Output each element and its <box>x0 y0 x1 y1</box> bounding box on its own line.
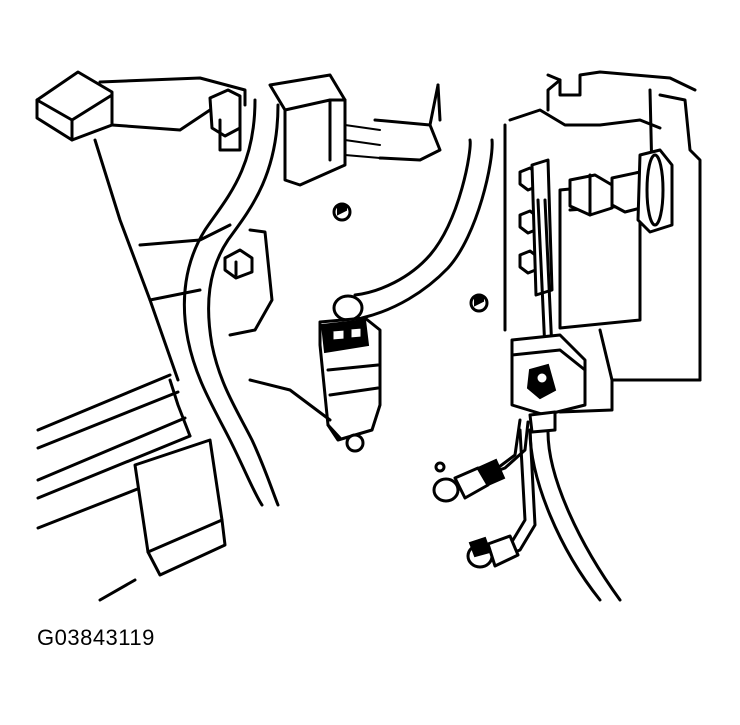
right-cable <box>528 428 622 602</box>
figure-id-caption: G03843119 <box>37 625 155 650</box>
reference-marker-left <box>332 202 352 222</box>
housing-edge <box>436 83 442 122</box>
reference-marker-right <box>469 293 489 313</box>
link-rod <box>530 158 554 352</box>
switch-unit <box>318 316 382 453</box>
hex-bolt-right <box>568 148 674 234</box>
center-hose <box>332 138 494 322</box>
upper-connector-block <box>268 73 442 187</box>
bracket-edge <box>228 228 274 337</box>
wiring-harness-loop <box>182 88 280 507</box>
upper-sensor-connector <box>432 458 506 503</box>
pivot-bracket <box>510 333 587 434</box>
lower-left-rails <box>36 373 227 602</box>
left-mounting-panel <box>35 70 247 382</box>
mounting-bolt-left <box>223 248 254 280</box>
component-location-illustration <box>35 70 702 602</box>
lower-sensor-connector <box>466 534 520 569</box>
switch-bracket <box>248 378 332 422</box>
